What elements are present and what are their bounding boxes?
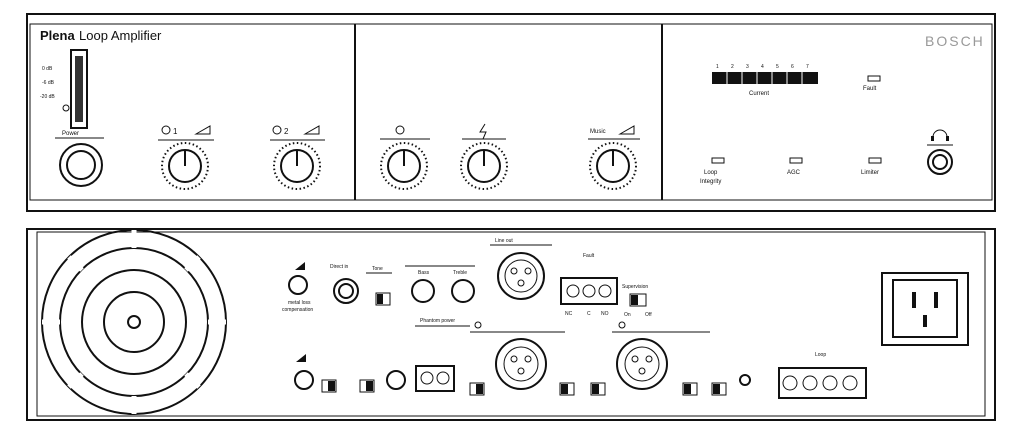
loop-output-terminal[interactable] <box>778 367 867 399</box>
fault-label: Fault <box>863 86 877 92</box>
meter-symbol-icon <box>62 104 70 112</box>
mic1-switch-1[interactable] <box>559 382 575 396</box>
power-label: Power <box>62 131 79 137</box>
mic1-xlr-connector[interactable] <box>495 338 547 390</box>
relay-nc-label: NC <box>565 311 573 317</box>
front-panel: Plena Loop Amplifier BOSCH 0 dB -6 dB -2… <box>26 13 996 212</box>
line-in-aux-pot[interactable] <box>386 370 406 390</box>
volume-ramp-icon <box>194 125 211 135</box>
headphones-icon <box>931 129 949 141</box>
music-label: Music <box>590 129 606 135</box>
meter-label-6db: -6 dB <box>42 80 55 86</box>
agc-led <box>789 157 803 164</box>
loop-integrity-label-2: Integrity <box>700 179 721 185</box>
direct-in-label: Direct in <box>330 264 349 270</box>
supervision-label: Supervision <box>622 284 648 290</box>
mic2-switch-2[interactable] <box>711 382 727 396</box>
bass-trim-pot[interactable] <box>411 279 435 303</box>
rear-panel: metal loss compensation Direct in Tone B… <box>26 228 996 421</box>
vu-meter <box>70 49 88 129</box>
current-label: Current <box>749 91 769 97</box>
loop-label: Loop <box>815 352 826 358</box>
ramp-icon-lower <box>296 354 306 362</box>
power-button[interactable] <box>59 143 103 187</box>
meter-label-0db: 0 dB <box>42 66 53 72</box>
mic2-xlr-connector[interactable] <box>616 338 668 390</box>
treble-label: Treble <box>453 270 467 276</box>
meter-label-20db: -20 dB <box>40 94 55 100</box>
current-scale-5: 5 <box>776 64 779 70</box>
fan-grille <box>41 229 227 415</box>
treble-header <box>380 125 430 140</box>
current-scale-4: 4 <box>761 64 764 70</box>
tone-knob-2[interactable] <box>460 142 508 190</box>
mic2-icon <box>618 321 626 329</box>
metal-loss-pot[interactable] <box>288 275 308 295</box>
mic2-switch-1[interactable] <box>682 382 698 396</box>
tone-label: Tone <box>372 266 383 272</box>
vu-meter-bar <box>75 56 83 122</box>
input1-header: 1 <box>158 125 214 141</box>
fault-led <box>867 75 881 82</box>
mic1-icon <box>474 321 482 329</box>
phantom-power-label: Phantom power <box>420 318 455 324</box>
input-terminal-block[interactable] <box>415 365 455 392</box>
model-label: Loop Amplifier <box>79 28 162 43</box>
brand-label: Plena <box>40 28 75 43</box>
mic1-switch-2[interactable] <box>590 382 606 396</box>
fault-relay-label: Fault <box>583 253 595 259</box>
music-volume-knob[interactable] <box>589 142 637 190</box>
current-scale-2: 2 <box>731 64 734 70</box>
input1-label: 1 <box>173 127 178 136</box>
line-in-gain-pot[interactable] <box>294 370 314 390</box>
current-meter: 1 2 3 4 5 6 7 <box>712 64 818 84</box>
microphone-icon-2 <box>272 125 282 135</box>
bass-label: Bass <box>418 270 430 276</box>
limiter-label: Limiter <box>861 170 879 176</box>
line-out-label: Line out <box>495 238 513 244</box>
bosch-logo: BOSCH <box>925 33 985 49</box>
volume-ramp-icon-2 <box>303 125 320 135</box>
line-in-switch-1[interactable] <box>321 379 337 393</box>
agc-label: AGC <box>787 170 801 176</box>
supervision-on-label: On <box>624 312 631 318</box>
input2-label: 2 <box>284 127 289 136</box>
metal-loss-label-1: metal loss <box>288 300 311 306</box>
loop-integrity-label-1: Loop <box>704 170 718 176</box>
line-out-xlr-connector[interactable] <box>497 252 545 300</box>
metal-loss-label-2: compensation <box>282 307 313 313</box>
supervision-off-label: Off <box>645 312 652 318</box>
phantom-power-switch-1[interactable] <box>469 382 485 396</box>
line-in-switch-2[interactable] <box>359 379 375 393</box>
fault-relay-terminal[interactable] <box>560 277 618 305</box>
mains-power-inlet[interactable] <box>881 272 969 346</box>
loop-integrity-led <box>711 157 725 164</box>
current-scale-6: 6 <box>791 64 794 70</box>
relay-c-label: C <box>587 311 591 317</box>
tone-knob-1[interactable] <box>380 142 428 190</box>
ramp-icon-upper <box>295 262 305 270</box>
limiter-led <box>868 157 882 164</box>
input2-volume-knob[interactable] <box>273 142 321 190</box>
input2-header: 2 <box>270 125 325 141</box>
supervision-switch[interactable] <box>629 293 647 307</box>
tone-icon <box>395 125 405 135</box>
input1-volume-knob[interactable] <box>161 142 209 190</box>
music-volume-ramp-icon <box>618 125 635 135</box>
direct-in-jack[interactable] <box>333 278 359 304</box>
bass-header <box>462 123 506 140</box>
tone-bolt-icon <box>479 123 487 140</box>
current-scale-3: 3 <box>746 64 749 70</box>
microphone-icon <box>161 125 171 135</box>
treble-trim-pot[interactable] <box>451 279 475 303</box>
relay-no-label: NO <box>601 311 609 317</box>
ground-screw[interactable] <box>739 374 751 386</box>
headphone-jack[interactable] <box>927 149 953 175</box>
current-scale-1: 1 <box>716 64 719 70</box>
tone-switch[interactable] <box>375 292 391 306</box>
current-scale-7: 7 <box>806 64 809 70</box>
